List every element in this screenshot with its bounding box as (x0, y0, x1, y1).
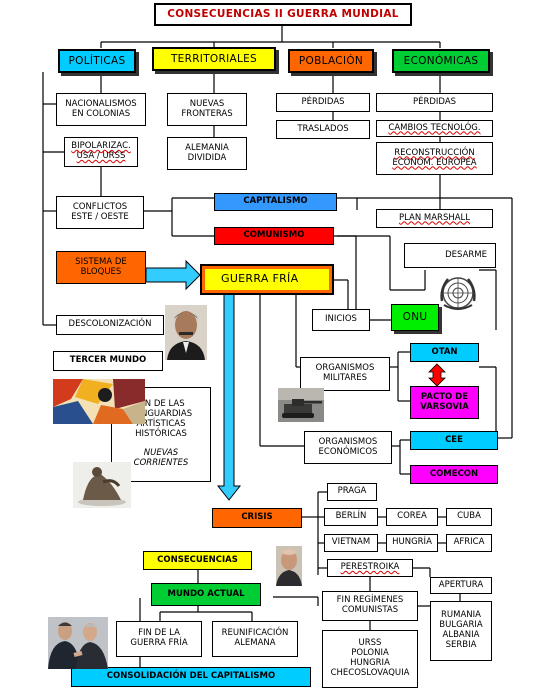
cuba-box: CUBA (446, 508, 492, 526)
desarme-box: DESARME (404, 243, 496, 268)
reconstruccion-label: RECONSTRUCCIÓN ECONÓM. EUROPEA (392, 147, 477, 168)
page-title: CONSECUENCIAS II GUERRA MUNDIAL (154, 3, 412, 26)
bipolarizacion-label: BIPOLARIZAC. USA / URSS (71, 141, 131, 161)
reconstruccion-box: RECONSTRUCCIÓN ECONÓM. EUROPEA (376, 142, 493, 175)
category-politicas: POLÍTICAS (58, 49, 136, 73)
paises-urss-box: URSS POLONIA HUNGRIA CHECOSLOVAQUIA (322, 630, 418, 688)
organismos-economicos-box: ORGANISMOS ECONÓMICOS (304, 431, 392, 464)
conflictos-box: CONFLICTOS ESTE / OESTE (56, 196, 144, 229)
africa-box: AFRICA (446, 534, 492, 552)
hungria-box: HUNGRÍA (386, 534, 438, 552)
nuevas-fronteras-box: NUEVAS FRONTERAS (167, 93, 247, 126)
poblacion-perdidas-box: PÉRDIDAS (276, 93, 370, 112)
alemania-dividida-box: ALEMANIA DIVIDIDA (167, 137, 247, 170)
nacionalismos-box: NACIONALISMOS EN COLONIAS (56, 93, 146, 126)
tank-photo (278, 388, 324, 422)
mundo-actual-box: MUNDO ACTUAL (151, 583, 261, 606)
un-emblem-icon (436, 271, 480, 315)
cambios-tecnologicos-box: CAMBIOS TECNOLÓG. (376, 120, 493, 137)
organismos-militares-box: ORGANISMOS MILITARES (300, 357, 390, 391)
category-economicas: ECONÓMICAS (392, 49, 490, 73)
economicas-perdidas-box: PÉRDIDAS (376, 93, 493, 112)
cee-box: CEE (410, 431, 498, 450)
category-territoriales: TERRITORIALES (152, 47, 276, 71)
perestroika-box: PERESTROIKA (327, 559, 413, 577)
onu-box: ONU (391, 304, 439, 331)
capitalismo-box: CAPITALISMO (214, 193, 337, 211)
comunismo-box: COMUNISMO (214, 227, 334, 245)
descolonizacion-box: DESCOLONIZACIÓN (56, 315, 164, 335)
pacto-varsovia-box: PACTO DE VARSOVIA (410, 386, 479, 419)
apertura-box: APERTURA (430, 577, 492, 594)
traslados-box: TRASLADOS (276, 120, 370, 139)
consolidacion-capitalismo-box: CONSOLIDACIÓN DEL CAPITALISMO (71, 667, 311, 687)
plan-marshall-box: PLAN MARSHALL (376, 209, 493, 228)
otan-box: OTAN (410, 343, 479, 362)
painting-image (53, 379, 145, 424)
vanguardias-box: FIN DE LAS VANGUARDIAS ARTÍSTICAS HISTÓR… (111, 387, 211, 482)
inicios-box: INICIOS (312, 309, 370, 331)
bipolarizacion-box: BIPOLARIZAC. USA / URSS (64, 137, 138, 167)
fin-guerra-fria-box: FIN DE LA GUERRA FRÍA (116, 621, 202, 657)
praga-box: PRAGA (327, 483, 377, 501)
comecon-box: COMECON (410, 465, 498, 484)
nuevas-corrientes-label: NUEVAS CORRIENTES (133, 448, 189, 469)
tercer-mundo-box: TERCER MUNDO (53, 351, 163, 371)
guerra-fria-frame: GUERRA FRÍA (200, 264, 334, 295)
berlin-box: BERLÍN (324, 508, 378, 526)
corea-box: COREA (386, 508, 438, 526)
reunificacion-box: REUNIFICACIÓN ALEMANA (212, 621, 298, 657)
guerra-fria-label: GUERRA FRÍA (205, 269, 329, 290)
vietnam-box: VIETNAM (324, 534, 378, 552)
plan-marshall-label: PLAN MARSHALL (398, 212, 471, 223)
perestroika-label: PERESTROIKA (340, 562, 400, 573)
leaders-photo (48, 617, 108, 669)
consecuencias-box: CONSECUENCIAS (143, 551, 252, 570)
category-poblacion: POBLACIÓN (288, 49, 374, 73)
portrait-photo (165, 305, 207, 360)
cambios-tecnologicos-label: CAMBIOS TECNOLÓG. (388, 122, 481, 133)
sistema-bloques-box: SISTEMA DE BLOQUES (56, 251, 146, 284)
crisis-box: CRISIS (212, 508, 302, 528)
portrait-photo (276, 546, 302, 586)
fin-regimenes-box: FIN REGÍMENES COMUNISTAS (322, 591, 418, 621)
paises-este-box: RUMANIA BULGARIA ALBANIA SERBIA (430, 601, 492, 661)
sculpture-image (73, 462, 131, 508)
